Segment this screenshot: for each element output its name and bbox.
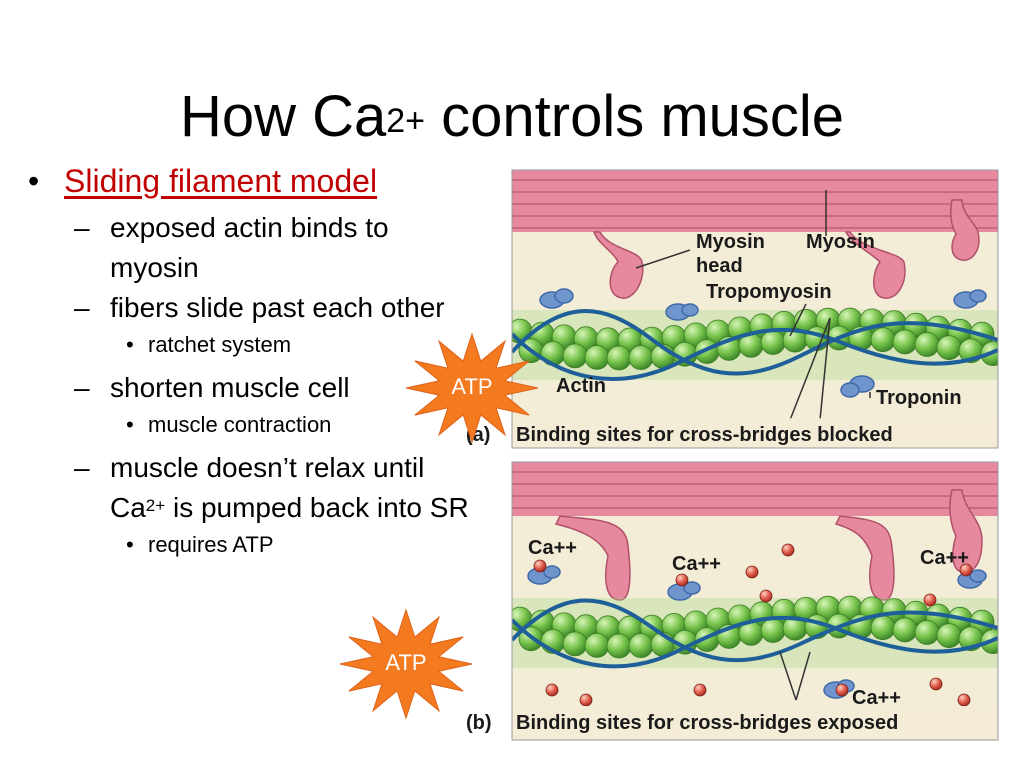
label-ca-3: Ca++ (920, 547, 969, 569)
actin-bead (584, 344, 610, 370)
label-myosin-head-2: head (696, 255, 743, 277)
label-myosin-head-1: Myosin (696, 231, 765, 253)
bullet-list: • Sliding filament model – exposed actin… (28, 162, 488, 568)
actin-bead (760, 618, 786, 643)
panel-a-tropomyosin (512, 309, 998, 381)
actin-bead (914, 332, 940, 357)
actin-bead (606, 345, 632, 371)
actin-bead (936, 623, 962, 648)
bullet-muscle-relax: – muscle doesn’t relax until Ca2+ is pum… (74, 452, 469, 523)
actin-bead (914, 620, 940, 645)
panel-b-caption: Binding sites for cross-bridges exposed (516, 712, 898, 734)
panel-b-border (511, 461, 999, 741)
actin-bead (892, 617, 918, 643)
label-ca-4: Ca++ (852, 687, 901, 709)
panel-a-actin-filament (512, 307, 998, 380)
panel-a-leader-lines (635, 190, 871, 421)
panel-b-label: (b) (466, 712, 492, 734)
actin-bead (562, 631, 588, 657)
actin-bead (936, 335, 962, 360)
panel-b-tropomyosin (512, 598, 998, 669)
label-myosin: Myosin (806, 231, 875, 253)
slide-title: How Ca2+ controls muscle (179, 84, 845, 149)
sub-bullet-requires-atp: • requires ATP (126, 532, 274, 557)
bullet-sliding-filament-model: • Sliding filament model (28, 162, 488, 200)
actin-bead (584, 632, 610, 658)
panel-b-leader-lines (779, 651, 811, 701)
actin-bead (606, 633, 632, 659)
atp-burst-2: ATP (339, 608, 473, 720)
label-troponin: Troponin (876, 387, 962, 409)
actin-bead (870, 327, 896, 353)
link-sliding-filament-model[interactable]: Sliding filament model (64, 163, 378, 199)
sub-bullet-ratchet: • ratchet system (126, 332, 292, 357)
label-ca-1: Ca++ (528, 537, 577, 559)
panel-a-myosin-filament (512, 170, 998, 232)
label-ca-2: Ca++ (672, 553, 721, 575)
panel-a-caption: Binding sites for cross-bridges blocked (516, 424, 893, 446)
atp-label-1: ATP (451, 374, 492, 399)
actin-bead (628, 633, 654, 659)
panel-a: Myosin head Myosin Tropomyosin Actin Tro… (512, 170, 998, 448)
actin-bead (628, 345, 654, 371)
panel-a-troponin (539, 288, 987, 398)
actin-bead (562, 343, 588, 369)
bullet-exposed-actin: – exposed actin binds to myosin (74, 212, 389, 283)
panel-b-myosin-filament (512, 462, 998, 516)
panel-a-myosin-heads (592, 199, 980, 299)
panel-a-border (511, 169, 999, 449)
label-tropomyosin: Tropomyosin (706, 281, 832, 303)
actin-bead (870, 615, 896, 641)
actin-bead (892, 329, 918, 355)
label-actin: Actin (556, 375, 606, 397)
atp-burst-1: ATP (405, 332, 539, 444)
bullet-shorten-cell: – shorten muscle cell (74, 372, 350, 403)
atp-label-2: ATP (385, 650, 426, 675)
panel-b: Ca++ Ca++ Ca++ Ca++ Binding sites for cr… (512, 462, 998, 740)
bullet-marker: • (28, 163, 40, 199)
sub-bullet-contraction: • muscle contraction (126, 412, 332, 437)
bullet-fibers-slide: – fibers slide past each other (74, 292, 445, 323)
panel-b-calcium-ions (533, 543, 973, 707)
actin-bead (760, 330, 786, 355)
